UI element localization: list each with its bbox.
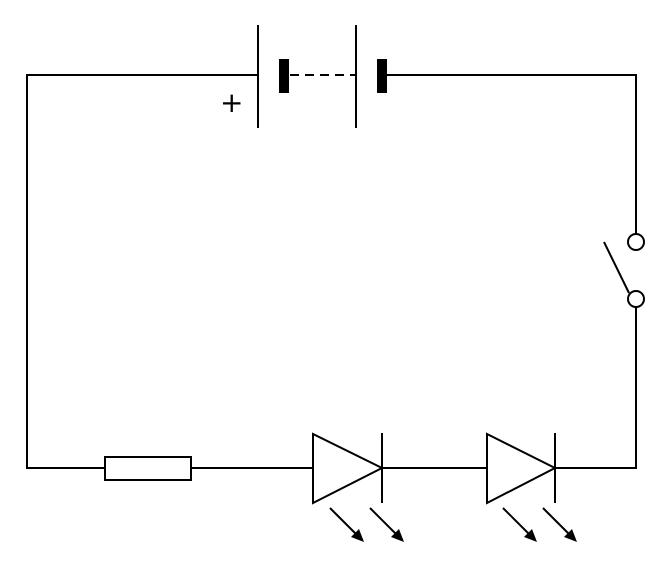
led-1-light-arrow-1 bbox=[329, 507, 364, 542]
wire-top-left bbox=[26, 74, 258, 469]
led-1-light-arrow-2 bbox=[369, 507, 404, 542]
resistor-body bbox=[104, 456, 192, 481]
resistor bbox=[104, 456, 192, 481]
switch bbox=[603, 233, 645, 308]
wire-top-right bbox=[387, 74, 637, 234]
led-2-light-arrow-1 bbox=[502, 507, 537, 542]
battery-right-neg-plate bbox=[377, 59, 387, 93]
switch-bottom-terminal bbox=[627, 290, 645, 308]
switch-lever bbox=[603, 241, 630, 294]
wire-right-lower bbox=[555, 307, 637, 469]
led-1 bbox=[312, 432, 404, 542]
battery-left-neg-plate bbox=[279, 59, 289, 93]
led-2 bbox=[486, 432, 577, 542]
circuit-wires bbox=[26, 74, 637, 469]
battery: + bbox=[220, 25, 387, 128]
led-2-light-arrow-2 bbox=[542, 507, 577, 542]
led-1-triangle bbox=[312, 432, 385, 505]
led-2-triangle bbox=[486, 432, 558, 505]
switch-top-terminal bbox=[627, 233, 645, 251]
battery-plus-label: + bbox=[220, 86, 243, 119]
